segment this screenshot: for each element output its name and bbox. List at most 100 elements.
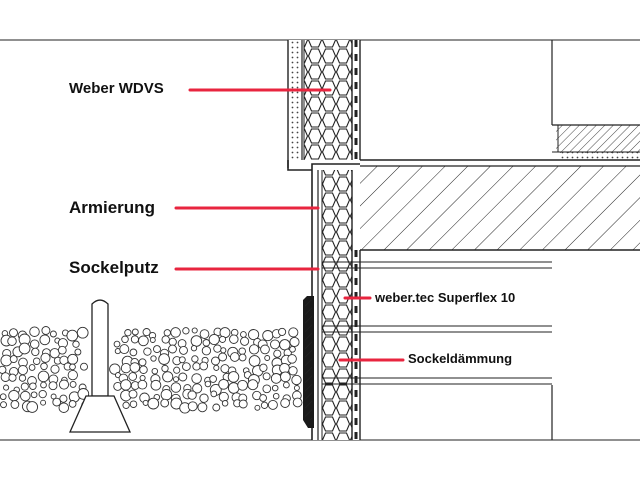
gravel-stone [182, 362, 191, 371]
gravel-stone [213, 344, 222, 353]
gravel-stone [221, 400, 229, 407]
gravel-stone [289, 345, 296, 353]
gravel-stone [150, 379, 162, 391]
gravel-stone [80, 362, 88, 371]
gravel-stone [40, 352, 51, 363]
concrete-slab [360, 159, 640, 251]
gravel-stone [237, 379, 248, 391]
superflex-membrane [303, 296, 314, 428]
gravel-stone [3, 384, 10, 391]
gravel-stone [199, 329, 210, 339]
gravel-stone [18, 342, 31, 355]
gravel-stone [197, 402, 208, 413]
label-sockeldaemmung: Sockeldämmung [408, 351, 513, 366]
upper-wdvs-insulation [287, 40, 361, 171]
gravel-stone [122, 401, 130, 409]
gravel-stone [120, 362, 132, 374]
gravel-stone [109, 363, 121, 375]
gravel-stone [201, 346, 212, 356]
gravel-stone [50, 364, 60, 374]
gravel-stone [52, 397, 62, 407]
gravel-stone [220, 364, 230, 374]
gravel-stone [158, 353, 170, 365]
gravel-stone [142, 328, 151, 337]
gravel-stone [74, 348, 82, 356]
gravel-stone [129, 348, 138, 357]
label-armierung: Armierung [69, 198, 155, 217]
gravel-stone [147, 397, 160, 410]
gravel-stone [260, 344, 270, 355]
basement-wall-lines [360, 261, 552, 385]
gravel-stone [229, 352, 240, 362]
gravel-stone [160, 388, 173, 401]
gravel-stone [139, 365, 148, 374]
gravel-stone [41, 326, 51, 335]
gravel-stone [287, 354, 297, 364]
gravel-stone [190, 335, 203, 347]
gravel-stone [187, 401, 198, 412]
gravel-stone [162, 371, 174, 383]
gravel-stone [57, 345, 67, 355]
gravel-stone [273, 349, 282, 358]
gravel-stone [58, 402, 70, 413]
gravel-stone [130, 335, 139, 344]
gravel-stone [259, 363, 268, 372]
gravel-stone [68, 400, 77, 408]
gravel-stone [199, 393, 209, 403]
gravel-stone [151, 367, 159, 375]
gravel-stone [262, 372, 271, 381]
gravel-stone [40, 362, 48, 371]
gravel-stone [119, 344, 130, 355]
gravel-stone [9, 355, 18, 364]
gravel-stone [76, 326, 89, 339]
gravel-stone [161, 335, 170, 344]
gravel-stone [208, 333, 220, 346]
gravel-stone [283, 381, 290, 389]
gravel-stone [138, 335, 149, 347]
gravel-stone [291, 374, 302, 386]
gravel-stone [280, 398, 290, 408]
gravel-stone [218, 391, 229, 402]
gravel-stone [220, 347, 227, 354]
gravel-stone [163, 329, 171, 337]
floor-buildup [552, 124, 640, 160]
gravel-stone [218, 352, 228, 362]
gravel-stone [131, 328, 139, 336]
gravel-stone [278, 327, 287, 336]
gravel-stone [0, 401, 7, 409]
gravel-stone [179, 345, 188, 355]
gravel-stone [191, 373, 202, 384]
gravel-stone [38, 389, 47, 399]
gravel-stone [211, 356, 220, 366]
gravel-stone [28, 364, 36, 371]
gravel-stone [288, 366, 298, 376]
gravel-stone [143, 347, 152, 356]
gravel-stone [212, 403, 221, 412]
gravel-stone [168, 344, 177, 354]
gravel-stone [128, 389, 138, 399]
gravel-stone [288, 327, 299, 338]
gravel-stone [49, 330, 57, 338]
gravel-stone [182, 327, 190, 335]
drain-post [68, 299, 132, 433]
gravel-stone [32, 357, 41, 365]
gravel-stone [238, 347, 246, 355]
gravel-stone [247, 379, 259, 391]
gravel-stone [178, 372, 188, 382]
gravel-stone [139, 374, 146, 382]
gravel-stone [168, 337, 177, 347]
gravel-stone [121, 335, 129, 344]
gravel-stone [191, 355, 199, 363]
gravel-stone [48, 381, 58, 391]
gravel-stone [279, 339, 291, 351]
gravel-stone [58, 379, 70, 390]
gravel-stone [40, 381, 47, 389]
gravel-stone [204, 380, 212, 388]
gravel-stone [9, 328, 18, 338]
gravel-stone [240, 336, 250, 346]
gravel-stone [67, 369, 78, 381]
gravel-stone [7, 336, 17, 346]
gravel-stone [150, 355, 157, 362]
gravel-stone [270, 339, 280, 350]
gravel-stone [18, 374, 27, 382]
